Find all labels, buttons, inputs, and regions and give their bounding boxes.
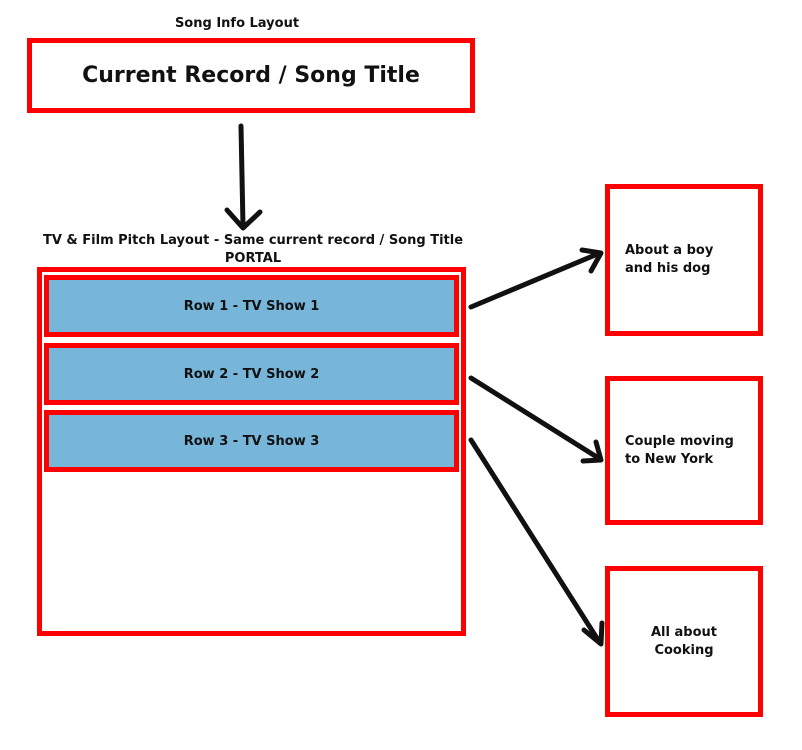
description-text: About a boy and his dog — [625, 243, 714, 276]
pitch-heading-line-2: PORTAL — [224, 251, 282, 266]
pitch-layout-heading: TV & Film Pitch Layout - Same current re… — [0, 232, 506, 268]
description-box-3: All about Cooking — [605, 566, 763, 717]
portal-row-1[interactable]: Row 1 - TV Show 1 — [44, 275, 459, 337]
portal-row-3[interactable]: Row 3 - TV Show 3 — [44, 410, 459, 472]
description-box-1: About a boy and his dog — [605, 184, 763, 336]
description-text: All about Cooking — [651, 624, 717, 658]
song-title-box: Current Record / Song Title — [27, 38, 475, 113]
description-box-2: Couple moving to New York — [605, 376, 763, 525]
arrow-to-description-3-icon — [468, 437, 605, 647]
description-text: Couple moving to New York — [625, 433, 734, 467]
portal-row-2[interactable]: Row 2 - TV Show 2 — [44, 343, 459, 405]
down-arrow-icon — [224, 123, 263, 231]
song-info-layout-heading: Song Info Layout — [174, 16, 300, 31]
pitch-heading-line-1: TV & Film Pitch Layout - Same current re… — [42, 233, 464, 248]
portal-row-label: Row 1 - TV Show 1 — [183, 298, 320, 314]
song-title-text: Current Record / Song Title — [82, 63, 420, 88]
portal-row-label: Row 2 - TV Show 2 — [183, 366, 320, 382]
portal-row-label: Row 3 - TV Show 3 — [183, 433, 320, 449]
arrow-to-description-2-icon — [468, 375, 604, 464]
